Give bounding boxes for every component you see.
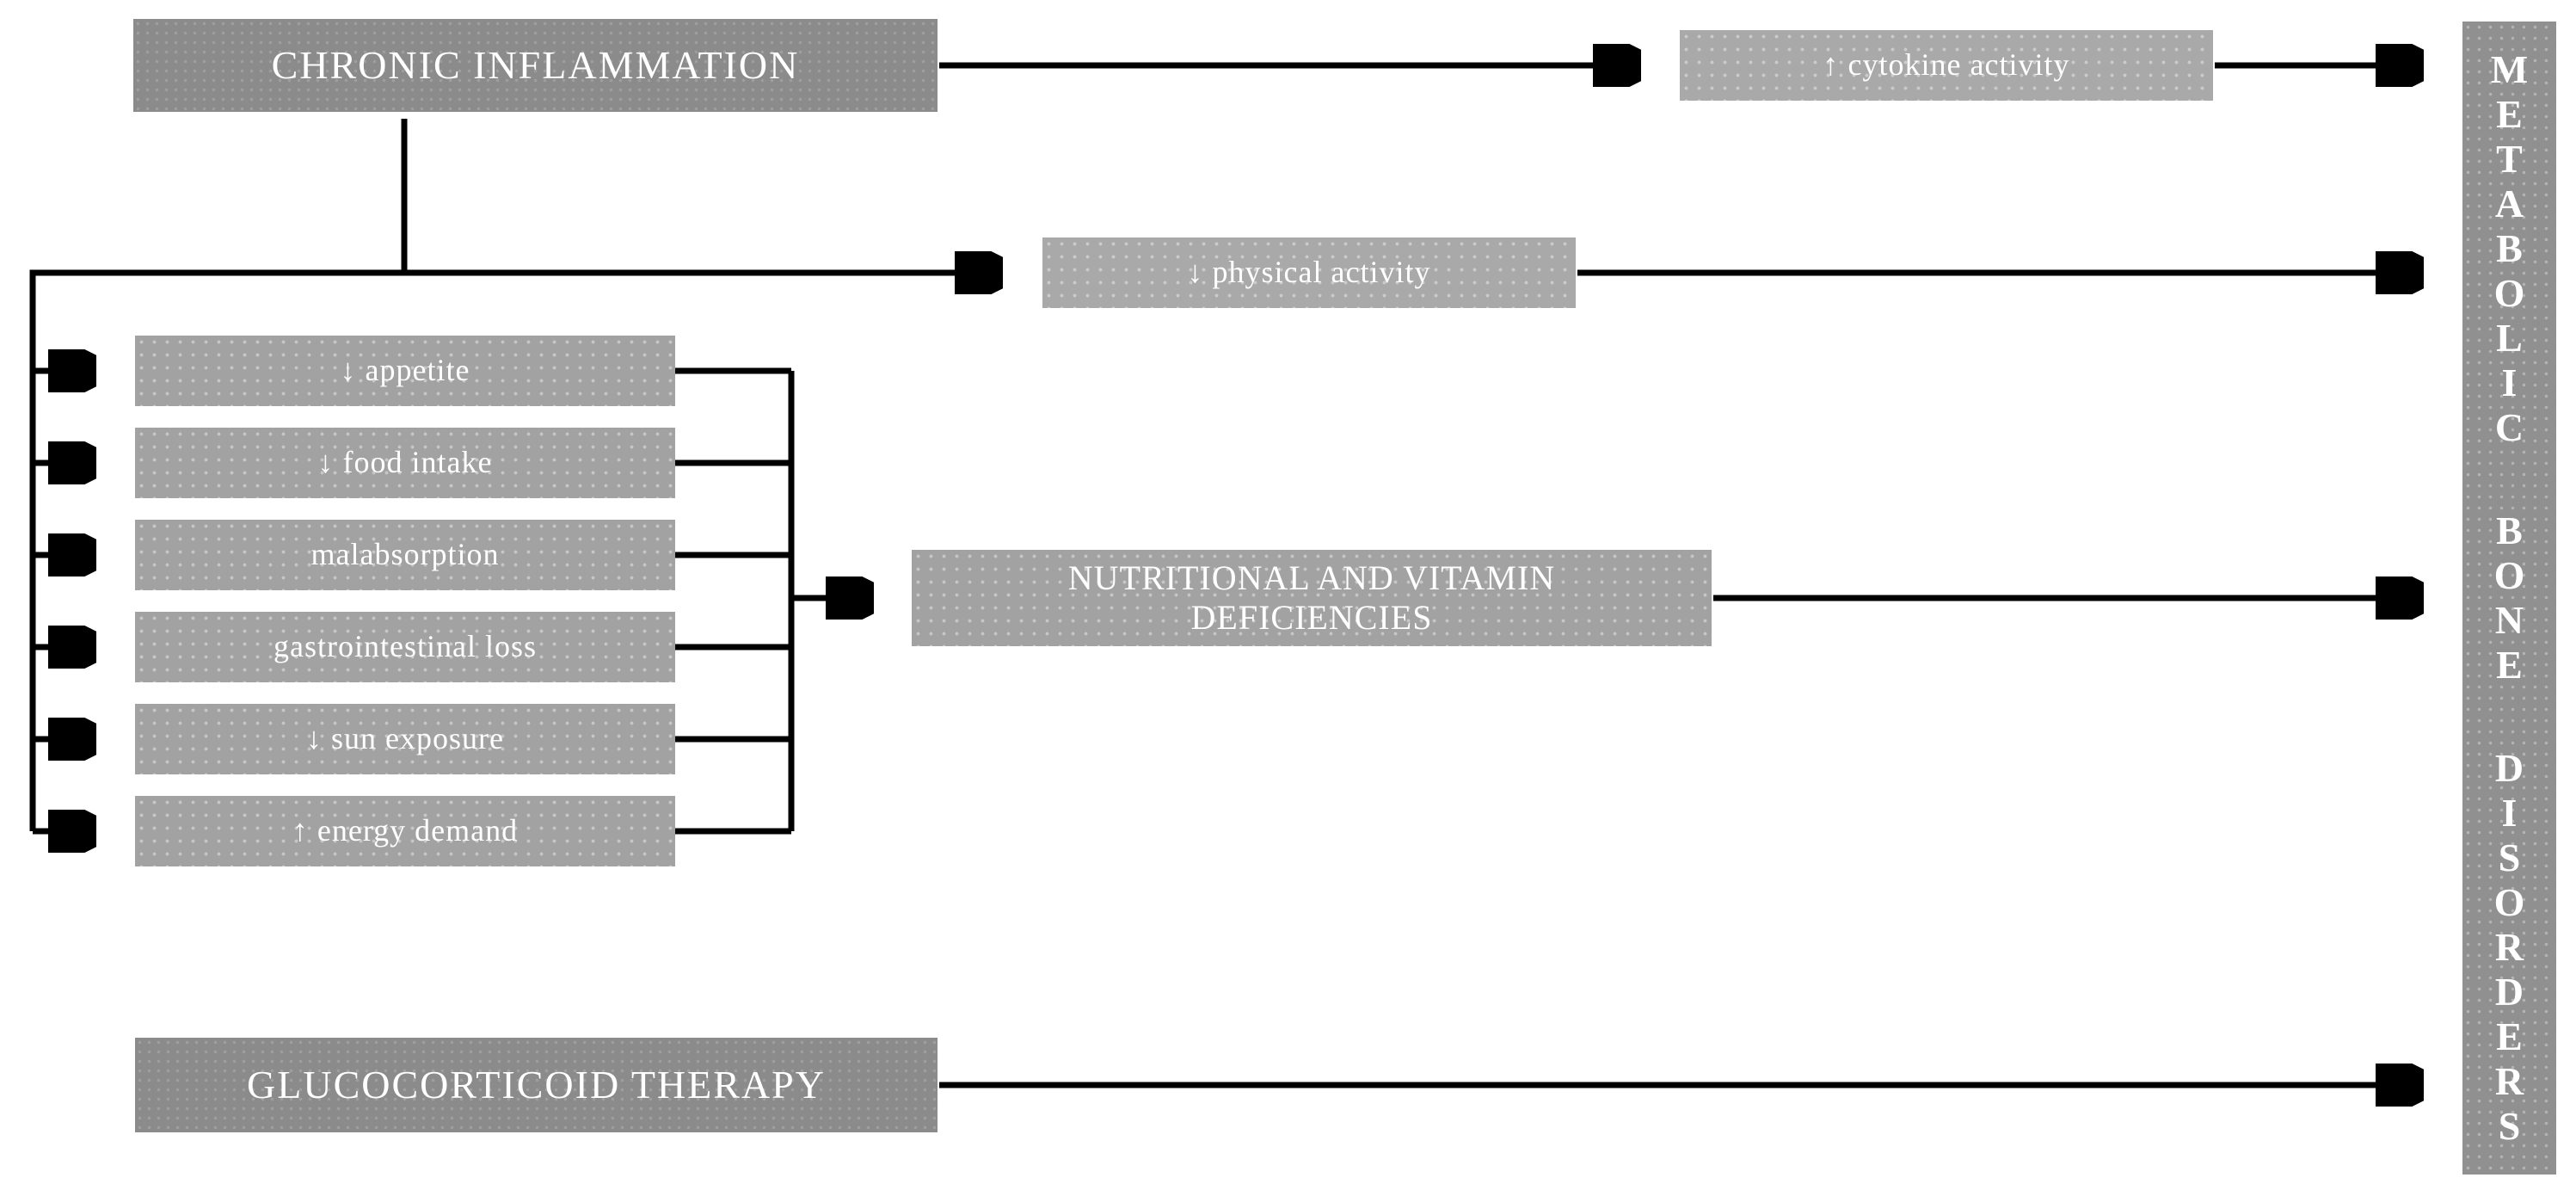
vertical-letter: R	[2494, 1059, 2524, 1104]
node-label: gastrointestinal loss	[274, 629, 537, 664]
node-cytokine-activity: ↑ cytokine activity	[1680, 30, 2213, 101]
node-label: ↑ cytokine activity	[1823, 47, 2070, 83]
vertical-letter: O	[2493, 270, 2525, 315]
vertical-letter: D	[2494, 970, 2524, 1014]
node-label: CHRONIC INFLAMMATION	[271, 42, 800, 87]
vertical-letter: N	[2494, 598, 2524, 642]
node-food-intake: ↓ food intake	[135, 428, 675, 498]
node-label: GLUCOCORTICOID THERAPY	[247, 1062, 826, 1107]
node-physical-activity: ↓ physical activity	[1042, 237, 1576, 308]
vertical-letter: M	[2490, 47, 2529, 91]
node-chronic-inflammation: CHRONIC INFLAMMATION	[133, 19, 938, 112]
node-label: ↓ appetite	[340, 353, 470, 388]
node-label: ↑ energy demand	[292, 813, 519, 848]
edge-factor-stubs	[675, 367, 795, 835]
node-label: ↓ sun exposure	[306, 721, 504, 756]
vertical-letter: E	[2496, 91, 2523, 136]
edge-branches-to-factors	[33, 371, 89, 831]
vertical-letter: D	[2494, 746, 2524, 791]
vertical-letter: S	[2498, 1104, 2521, 1149]
node-label: malabsorption	[310, 537, 500, 572]
vertical-letter: L	[2496, 315, 2523, 360]
node-gastrointestinal-loss: gastrointestinal loss	[135, 612, 675, 682]
node-label: ↓ physical activity	[1187, 255, 1431, 290]
vertical-letter: B	[2496, 225, 2523, 270]
vertical-letter: B	[2496, 509, 2523, 553]
node-label: ↓ food intake	[317, 445, 493, 480]
vertical-letter: S	[2498, 835, 2521, 880]
node-malabsorption: malabsorption	[135, 520, 675, 590]
node-energy-demand: ↑ energy demand	[135, 796, 675, 866]
node-label: NUTRITIONAL AND VITAMIN DEFICIENCIES	[1067, 558, 1556, 637]
vertical-letter: O	[2493, 880, 2525, 925]
vertical-letter: E	[2496, 1014, 2523, 1059]
vertical-letter: C	[2494, 404, 2524, 449]
vertical-letter: O	[2493, 553, 2525, 598]
vertical-letter: I	[2501, 360, 2518, 404]
node-appetite: ↓ appetite	[135, 336, 675, 406]
vertical-letter: I	[2501, 791, 2518, 835]
node-nutritional-vitamin-deficiencies: NUTRITIONAL AND VITAMIN DEFICIENCIES	[912, 550, 1712, 646]
node-glucocorticoid-therapy: GLUCOCORTICOID THERAPY	[135, 1038, 938, 1132]
vertical-letter: A	[2494, 181, 2524, 225]
vertical-letter: T	[2496, 136, 2523, 181]
vertical-letter: R	[2494, 925, 2524, 970]
vertical-letter: E	[2496, 642, 2523, 687]
node-sun-exposure: ↓ sun exposure	[135, 704, 675, 774]
